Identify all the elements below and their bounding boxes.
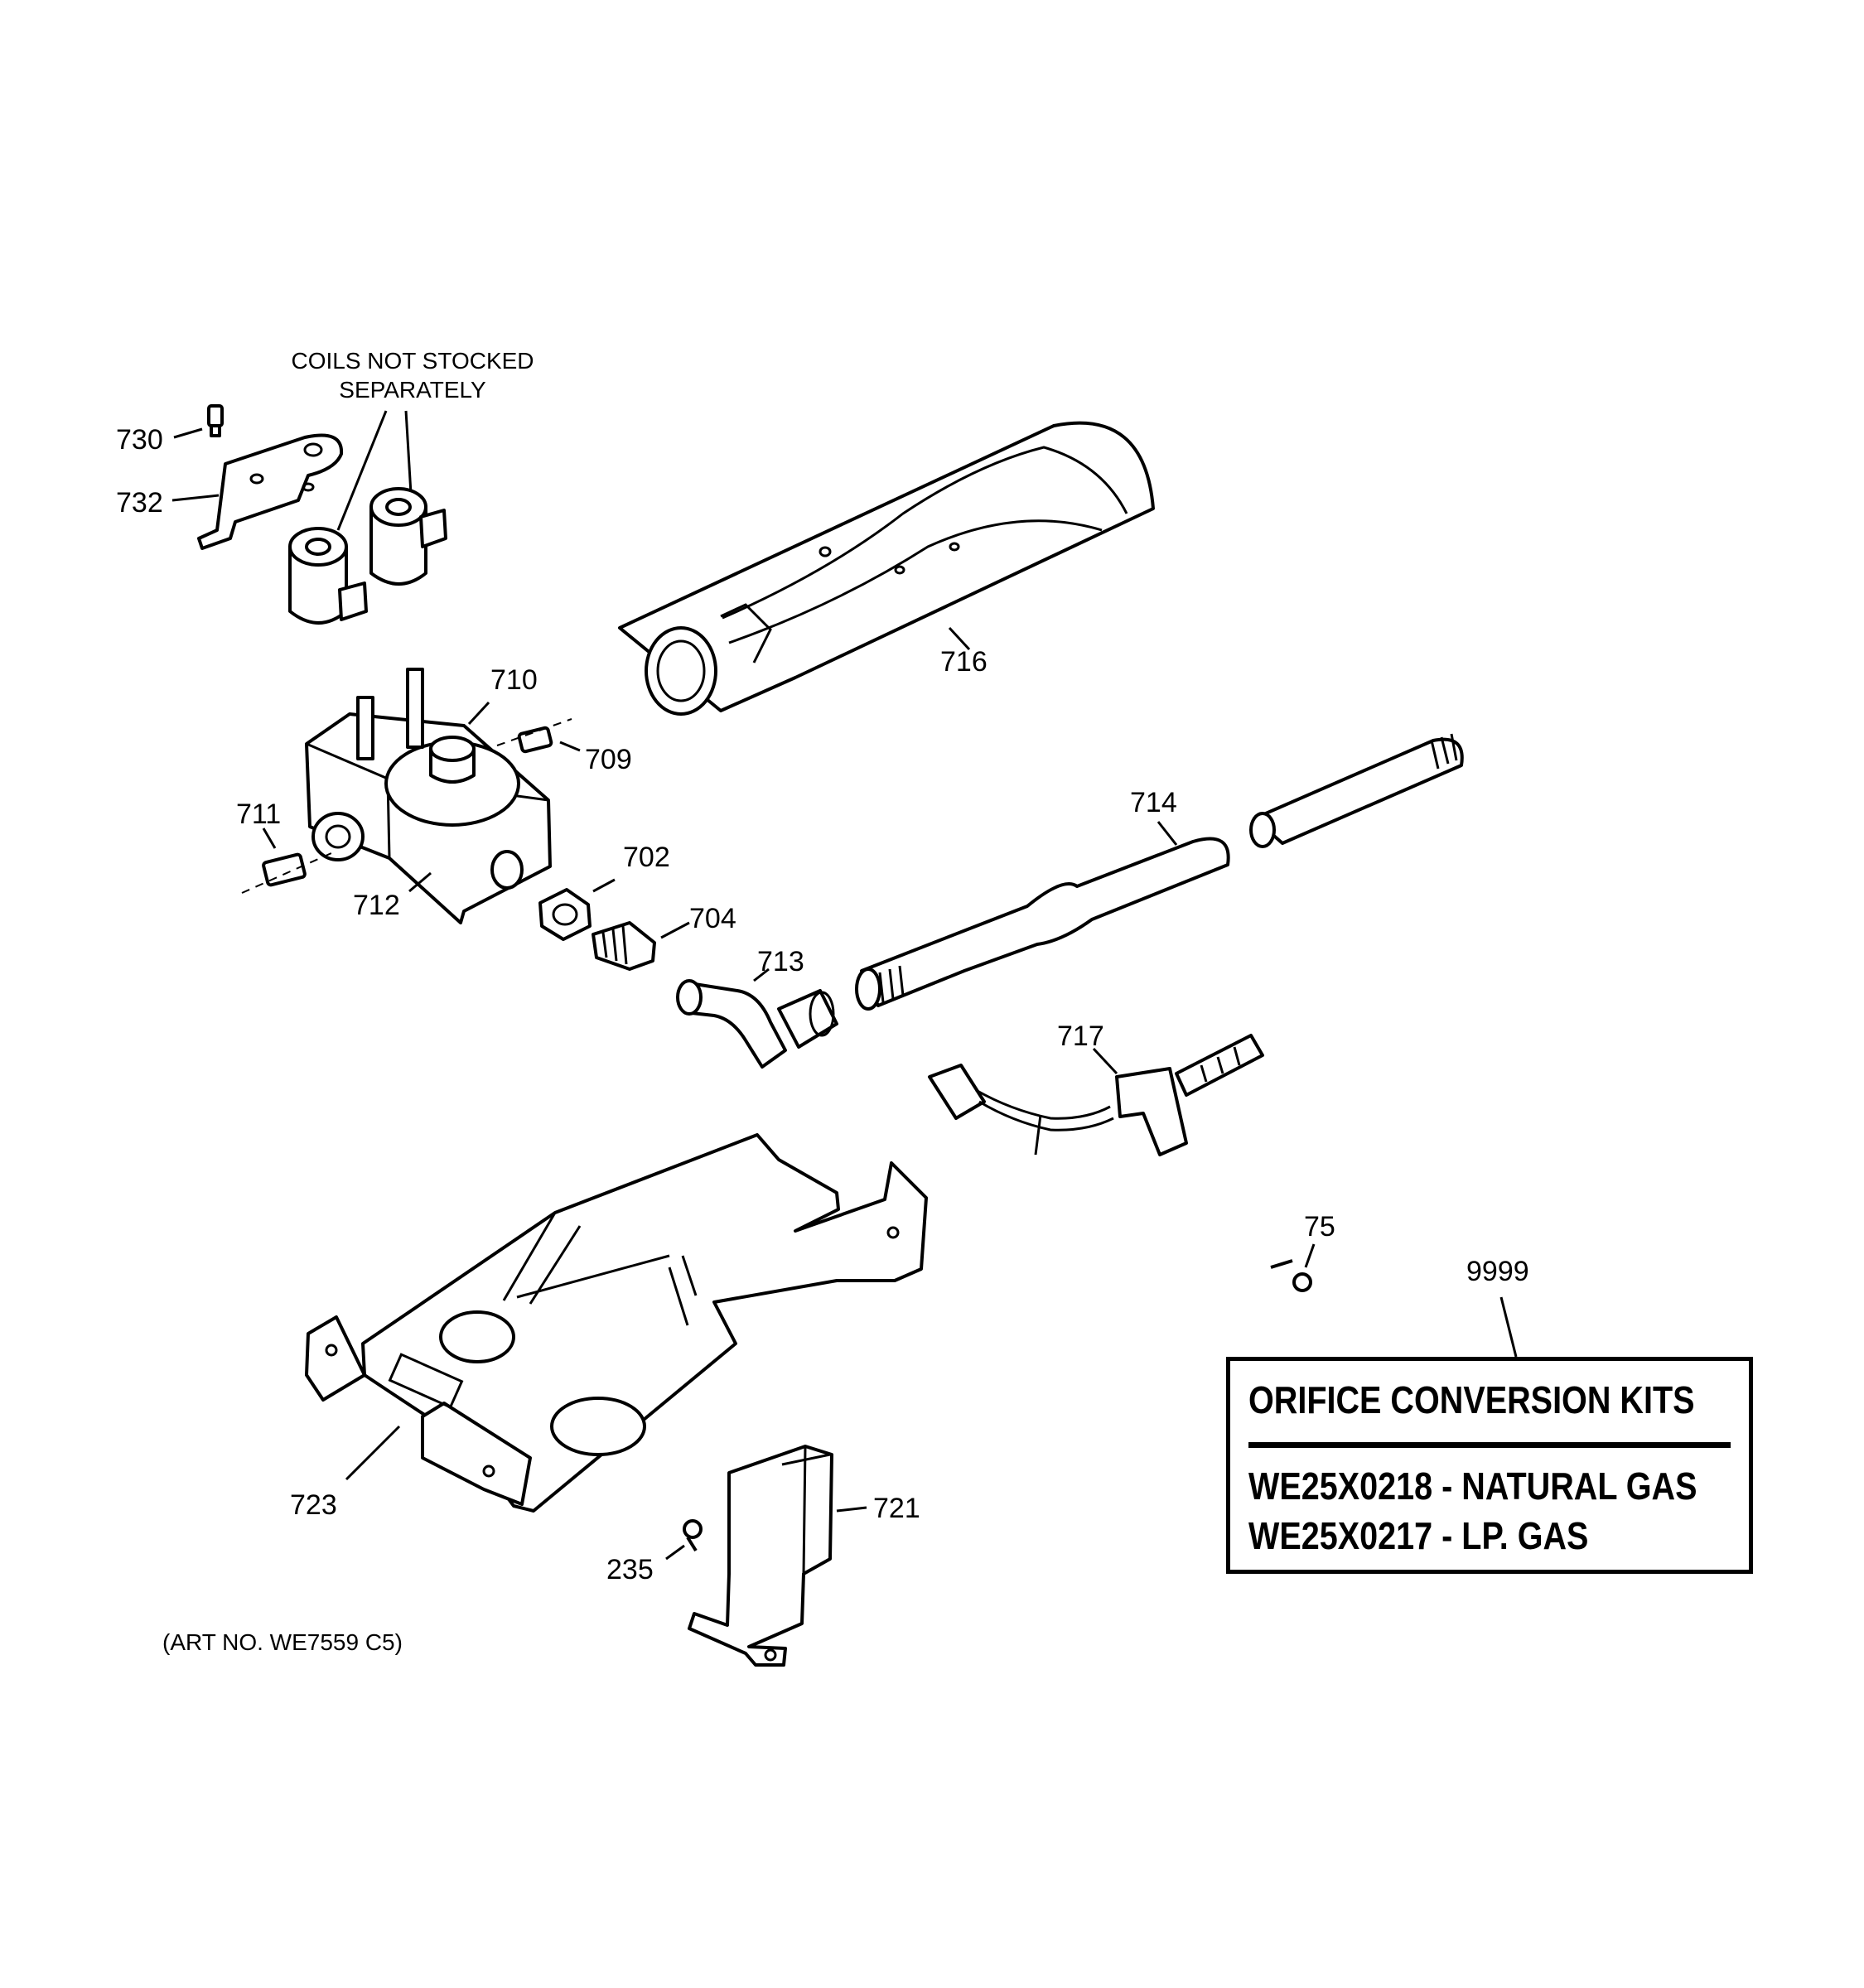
kit-natural-gas: WE25X0218 - NATURAL GAS: [1248, 1464, 1697, 1508]
kits-title: ORIFICE CONVERSION KITS: [1248, 1378, 1695, 1421]
part-714-pipe: [855, 733, 1464, 1011]
leader-713: [753, 967, 770, 982]
kit-lp-gas: WE25X0217 - LP. GAS: [1248, 1514, 1589, 1557]
label-717: 717: [1057, 1021, 1104, 1052]
leader-723: [345, 1425, 401, 1481]
part-723-plate: [305, 1133, 928, 1513]
part-716-burner: [618, 421, 1155, 716]
leader-710: [467, 701, 490, 726]
part-721-bracket: [688, 1445, 833, 1667]
label-732: 732: [116, 487, 163, 519]
part-730-screw: [207, 404, 224, 437]
leader-721: [836, 1506, 867, 1513]
part-712-valve: [305, 668, 552, 924]
label-712: 712: [353, 890, 400, 921]
note-leader-1: [336, 410, 388, 531]
leader-704: [660, 921, 690, 939]
note-leader-2: [404, 410, 413, 495]
label-709: 709: [585, 744, 632, 775]
kits-divider: [1248, 1442, 1731, 1448]
label-723: 723: [290, 1489, 337, 1521]
orifice-kits-box: ORIFICE CONVERSION KITS WE25X0218 - NATU…: [1226, 1357, 1753, 1574]
label-704: 704: [689, 903, 736, 934]
leader-712: [408, 871, 432, 893]
label-711: 711: [236, 799, 281, 830]
leader-9999: [1499, 1296, 1518, 1358]
label-721: 721: [873, 1493, 920, 1524]
part-coil-left: [288, 527, 368, 625]
label-730: 730: [116, 424, 163, 456]
label-710: 710: [490, 664, 538, 696]
coils-note-line2: SEPARATELY: [339, 377, 486, 403]
leader-235: [665, 1544, 685, 1561]
axis-711: [241, 852, 332, 894]
label-714: 714: [1130, 787, 1177, 818]
leader-75: [1304, 1243, 1316, 1268]
part-704-orifice: [592, 921, 656, 971]
part-702-nut: [538, 888, 592, 941]
part-732-bracket: [197, 433, 344, 550]
part-235-screw: [683, 1519, 703, 1552]
part-75-screw: [1270, 1259, 1312, 1292]
leader-716: [948, 626, 971, 651]
label-702: 702: [623, 842, 670, 873]
part-coil-right: [369, 487, 447, 586]
leader-714: [1157, 821, 1178, 846]
part-709-fitting: [517, 726, 553, 754]
label-235: 235: [606, 1554, 654, 1585]
part-717-igniter: [928, 1034, 1264, 1156]
leader-709: [559, 741, 581, 752]
part-713-elbow: [676, 979, 838, 1069]
label-75: 75: [1304, 1211, 1335, 1242]
leader-702: [592, 878, 616, 893]
label-716: 716: [940, 646, 988, 678]
leader-732: [171, 494, 220, 502]
leader-717: [1092, 1047, 1118, 1075]
label-713: 713: [757, 946, 804, 977]
axis-709: [496, 718, 572, 746]
label-9999: 9999: [1466, 1256, 1529, 1287]
art-number: (ART NO. WE7559 C5): [162, 1629, 403, 1655]
coils-note-line1: COILS NOT STOCKED: [291, 348, 534, 374]
leader-711: [262, 828, 277, 849]
leader-730: [173, 427, 203, 439]
